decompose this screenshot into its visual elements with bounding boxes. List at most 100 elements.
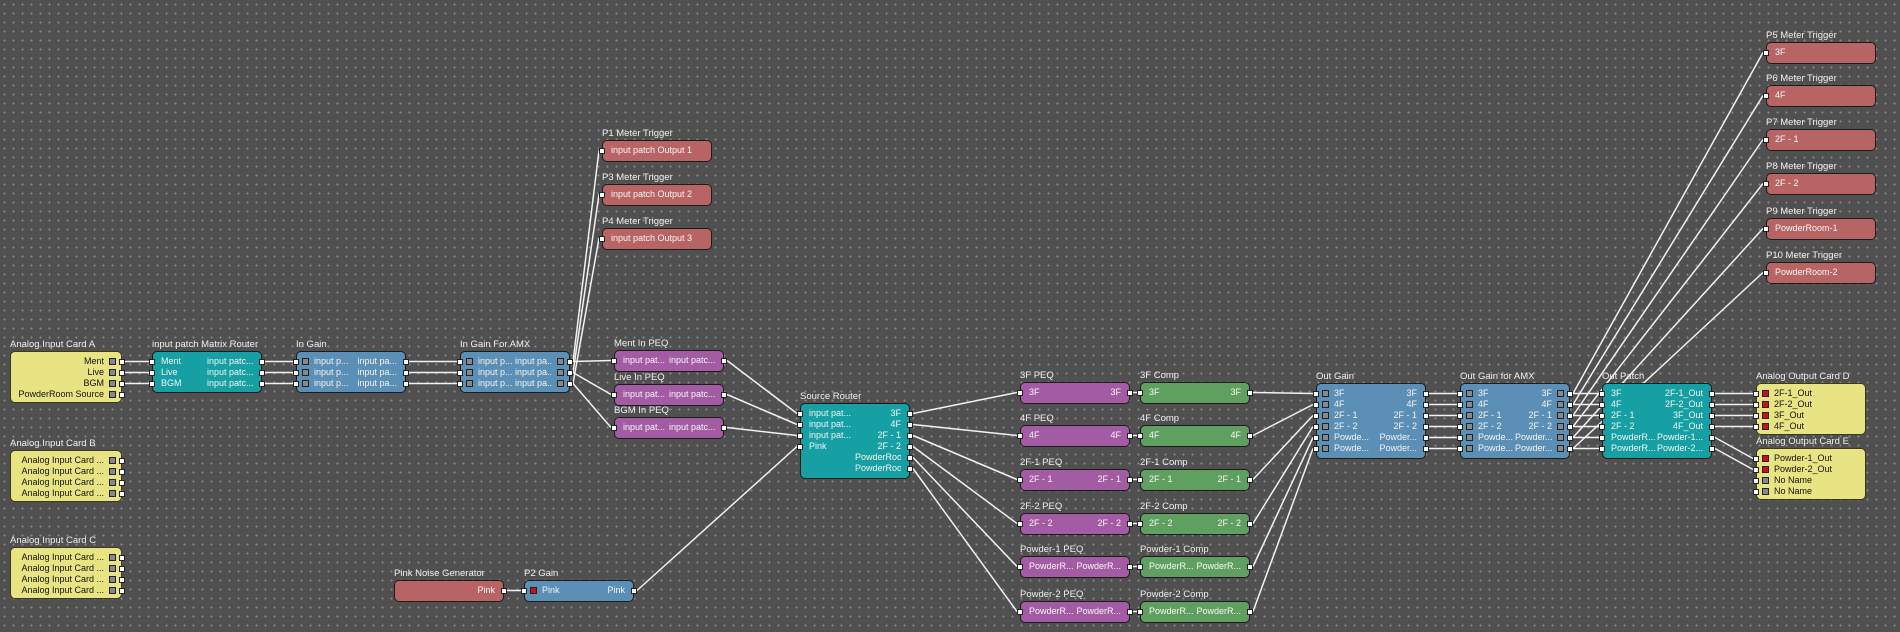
output-port[interactable]	[119, 369, 125, 376]
output-port[interactable]	[403, 358, 409, 365]
input-port[interactable]	[1137, 476, 1143, 483]
input-port[interactable]	[293, 358, 299, 365]
output-port[interactable]	[1423, 390, 1429, 397]
input-port[interactable]	[611, 391, 617, 398]
wire-ingainamx-p4[interactable]	[572, 238, 600, 384]
output-port[interactable]	[259, 369, 265, 376]
output-port[interactable]	[1567, 390, 1573, 397]
output-port[interactable]	[1567, 423, 1573, 430]
output-port[interactable]	[1567, 401, 1573, 408]
wire-comp3f-outgain[interactable]	[1252, 391, 1314, 395]
wire-ingainamx-p1[interactable]	[572, 150, 600, 362]
output-port[interactable]	[1423, 423, 1429, 430]
input-port[interactable]	[1599, 423, 1605, 430]
output-port[interactable]	[907, 421, 913, 428]
output-port[interactable]	[721, 391, 727, 398]
input-port[interactable]	[1763, 49, 1769, 56]
wire-comppw2-outgain[interactable]	[1252, 448, 1314, 612]
output-port[interactable]	[1127, 520, 1133, 527]
wire-comppw1-outgain[interactable]	[1252, 437, 1314, 567]
output-port[interactable]	[567, 369, 573, 376]
input-port[interactable]	[1753, 488, 1759, 495]
input-port[interactable]	[1457, 434, 1463, 441]
output-port[interactable]	[259, 380, 265, 387]
input-port[interactable]	[1763, 92, 1769, 99]
input-port[interactable]	[1599, 390, 1605, 397]
input-port[interactable]	[1753, 390, 1759, 397]
output-port[interactable]	[1423, 445, 1429, 452]
output-port[interactable]	[119, 391, 125, 398]
input-port[interactable]	[457, 369, 463, 376]
output-port[interactable]	[1709, 434, 1715, 441]
output-port[interactable]	[907, 465, 913, 472]
input-port[interactable]	[1313, 390, 1319, 397]
input-port[interactable]	[1313, 412, 1319, 419]
input-port[interactable]	[1457, 401, 1463, 408]
input-port[interactable]	[1313, 434, 1319, 441]
input-port[interactable]	[1137, 389, 1143, 396]
input-port[interactable]	[1753, 477, 1759, 484]
input-port[interactable]	[149, 358, 155, 365]
output-port[interactable]	[721, 424, 727, 431]
output-port[interactable]	[1127, 476, 1133, 483]
output-port[interactable]	[259, 358, 265, 365]
output-port[interactable]	[119, 587, 125, 594]
input-port[interactable]	[1017, 520, 1023, 527]
output-port[interactable]	[119, 479, 125, 486]
output-port[interactable]	[567, 380, 573, 387]
wire-mentpeq-srcrouter[interactable]	[726, 359, 798, 415]
input-port[interactable]	[1753, 412, 1759, 419]
input-port[interactable]	[1599, 412, 1605, 419]
output-port[interactable]	[1423, 401, 1429, 408]
wire-comp2f2-outgain[interactable]	[1252, 426, 1314, 524]
wire-outpatch-aoce[interactable]	[1714, 447, 1754, 471]
output-port[interactable]	[1709, 412, 1715, 419]
output-port[interactable]	[119, 457, 125, 464]
input-port[interactable]	[457, 380, 463, 387]
output-port[interactable]	[907, 432, 913, 439]
wire-comp4f-outgain[interactable]	[1252, 403, 1314, 437]
output-port[interactable]	[119, 554, 125, 561]
input-port[interactable]	[1763, 136, 1769, 143]
input-port[interactable]	[1763, 269, 1769, 276]
input-port[interactable]	[611, 424, 617, 431]
input-port[interactable]	[1017, 608, 1023, 615]
wire-p2gain-srcrouter[interactable]	[636, 445, 798, 592]
input-port[interactable]	[1457, 423, 1463, 430]
input-port[interactable]	[1763, 180, 1769, 187]
input-port[interactable]	[149, 380, 155, 387]
input-port[interactable]	[1137, 563, 1143, 570]
output-port[interactable]	[119, 565, 125, 572]
input-port[interactable]	[797, 421, 803, 428]
input-port[interactable]	[797, 432, 803, 439]
wire-ingainamx-mentpeq[interactable]	[572, 359, 612, 363]
output-port[interactable]	[1247, 432, 1253, 439]
output-port[interactable]	[1709, 423, 1715, 430]
output-port[interactable]	[907, 443, 913, 450]
input-port[interactable]	[1753, 401, 1759, 408]
wire-srcrouter-peq2f1[interactable]	[912, 434, 1018, 481]
input-port[interactable]	[1313, 423, 1319, 430]
input-port[interactable]	[1457, 390, 1463, 397]
output-port[interactable]	[1247, 389, 1253, 396]
wire-ingainamx-livepeq[interactable]	[572, 371, 612, 396]
